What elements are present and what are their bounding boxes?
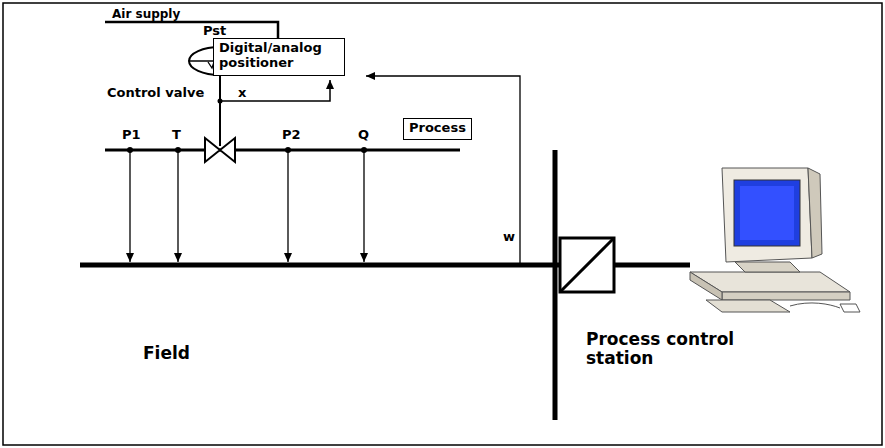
travel-label: x <box>238 86 246 100</box>
area-label: Process control station <box>586 330 786 367</box>
sensor-label: P1 <box>122 128 141 142</box>
setpoint-label: w <box>503 230 515 244</box>
node-text: Digital/analog positioner <box>219 41 339 71</box>
valve-label: Control valve <box>107 86 204 100</box>
sensor-label: T <box>172 128 181 142</box>
sensor-label: Q <box>358 128 369 142</box>
area-label: Field <box>143 344 190 363</box>
pressure-label: Pst <box>203 24 226 38</box>
process-box: Process <box>403 118 472 140</box>
air-supply-label: Air supply <box>112 8 180 21</box>
sensor-label: P2 <box>282 128 301 142</box>
positioner-box: Digital/analog positioner <box>213 38 345 76</box>
node-text: Process <box>409 121 466 136</box>
